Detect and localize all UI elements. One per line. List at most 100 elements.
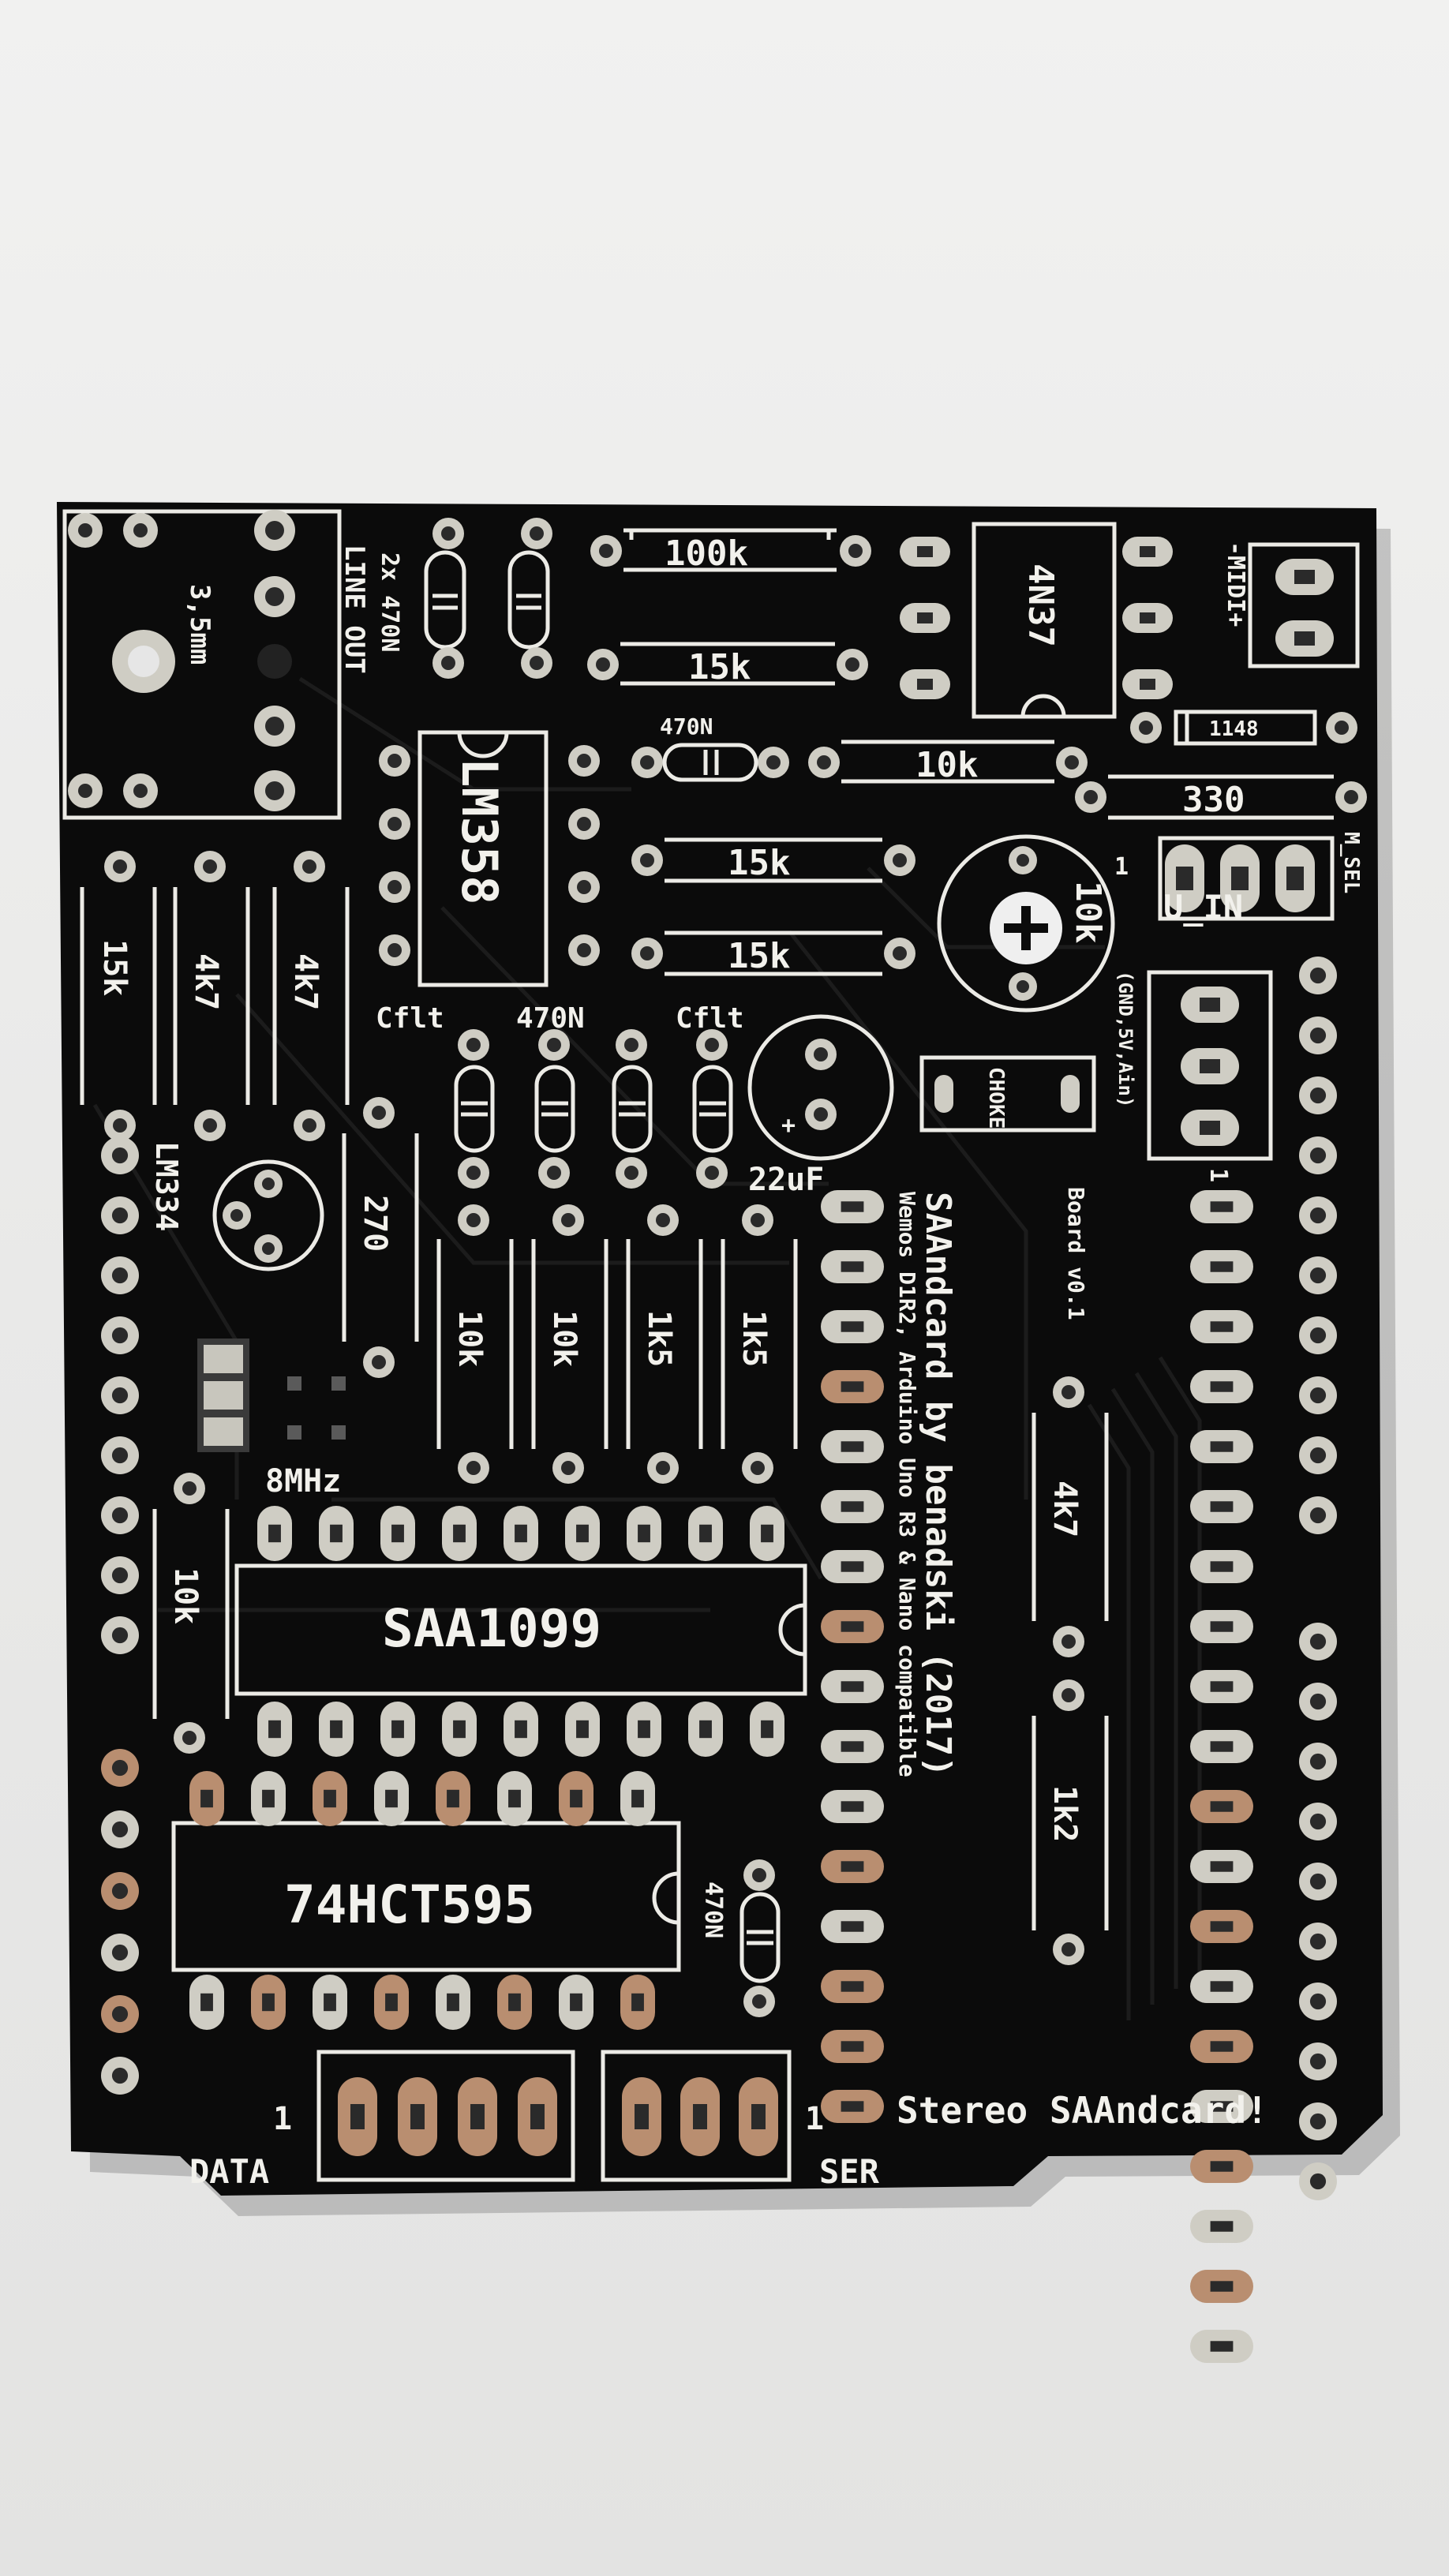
pad [101, 1556, 139, 1594]
pad [688, 1506, 723, 1561]
opamp-label: LM358 [451, 758, 508, 905]
pad [821, 1610, 884, 1643]
pad [688, 1702, 723, 1757]
pad [1299, 1376, 1337, 1414]
opto-label: 4N37 [1020, 564, 1061, 647]
pad [1299, 1743, 1337, 1780]
pad [319, 1702, 354, 1757]
pad [1299, 1863, 1337, 1900]
pad [1190, 1670, 1253, 1703]
r-270-label: 270 [357, 1195, 393, 1252]
pad [1190, 1850, 1253, 1883]
cflt-left-label: Cflt [376, 1002, 444, 1035]
u-in-pins: (GND,5V,Ain) [1114, 971, 1136, 1107]
r-left-15k-label: 15k [96, 939, 133, 996]
pad [436, 1771, 470, 1826]
pad [374, 1975, 409, 2030]
r-15k-b-label: 15k [728, 936, 790, 976]
pad [497, 1771, 532, 1826]
pad [101, 1256, 139, 1294]
pad [1190, 1310, 1253, 1343]
header-right-inner-pins [1190, 1190, 1253, 2363]
cflt-right-label: Cflt [676, 1002, 744, 1035]
pad [821, 1850, 884, 1883]
resistor-10k-top: 10k [808, 739, 1088, 785]
line-out-label: LINE OUT [339, 545, 370, 674]
pad [101, 1316, 139, 1354]
pad [1299, 2102, 1337, 2140]
resistor-270: 270 [342, 1097, 419, 1378]
diode-1148: 1148 [1130, 710, 1357, 746]
resistor-1k5-b: 1k5 [721, 1204, 798, 1484]
choke: CHOKE [919, 1055, 1096, 1133]
pot-10k: 10k [937, 834, 1115, 1013]
pad [1299, 957, 1337, 994]
xtal-label: 8MHz [265, 1463, 341, 1500]
m-sel-label: M_SEL [1339, 832, 1363, 893]
r-1k5-a-label: 1k5 [641, 1310, 677, 1367]
resistor-15k-a: 15k [631, 837, 915, 883]
pad [251, 1771, 286, 1826]
r-10k-left-label: 10k [167, 1567, 204, 1624]
chip-saa1099: SAA1099 [234, 1506, 807, 1757]
pad [821, 1910, 884, 1943]
m-sel-one: 1 [1114, 853, 1129, 881]
pad [821, 1790, 884, 1823]
pad [627, 1702, 661, 1757]
pad [1299, 1623, 1337, 1661]
audio-jack: 3,5mm LINE OUT [62, 509, 370, 820]
board-tagline: Stereo SAAndcard! [897, 2089, 1268, 2132]
resistor-100k: 100k [590, 528, 871, 574]
pad [750, 1702, 784, 1757]
pad [1299, 1076, 1337, 1114]
pad [821, 2090, 884, 2123]
pad [313, 1975, 347, 2030]
r-1k2-label: 1k2 [1046, 1785, 1083, 1842]
pad [622, 2077, 661, 2156]
pad [821, 1970, 884, 2003]
cap-22uf: + 22uF [747, 1014, 894, 1198]
pad [504, 1506, 538, 1561]
ser-label: SER [819, 2152, 880, 2191]
pad [565, 1702, 600, 1757]
pad [627, 1506, 661, 1561]
pot-label: 10k [1068, 881, 1108, 943]
crystal-8mhz: 8MHz [197, 1339, 346, 1500]
pad [319, 1506, 354, 1561]
pad [1190, 1490, 1253, 1523]
pad [821, 1190, 884, 1223]
pad [101, 1376, 139, 1414]
pad [680, 2077, 720, 2156]
pad [1190, 2150, 1253, 2183]
pad [1299, 1983, 1337, 2020]
pad [442, 1702, 477, 1757]
r-4k7-right-label: 4k7 [1046, 1481, 1083, 1537]
r-10k-b-label: 10k [546, 1310, 582, 1367]
pad [620, 1771, 655, 1826]
pad [101, 1196, 139, 1234]
pad [1190, 2330, 1253, 2363]
pad [442, 1506, 477, 1561]
pad [1299, 1136, 1337, 1174]
pad [1190, 1970, 1253, 2003]
diode-label: 1148 [1209, 717, 1259, 741]
pad [101, 2057, 139, 2095]
svg-text:+: + [781, 1112, 796, 1140]
board-title: SAAndcard by benadski (2017) [918, 1192, 958, 1777]
board-subtitle: Wemos D1R2, Arduino Uno R3 & Nano compat… [894, 1192, 920, 1777]
pad [257, 1702, 292, 1757]
pad [1190, 2090, 1253, 2123]
pad [1190, 1610, 1253, 1643]
pad [374, 1771, 409, 1826]
resistor-15k-top: 15k [587, 642, 868, 687]
pad [101, 1934, 139, 1971]
header-right-outer-pins [1299, 957, 1337, 2200]
pad [436, 1975, 470, 2030]
resistor-1k2: 1k2 [1032, 1679, 1109, 1965]
pad [1190, 2030, 1253, 2063]
pad [1190, 1910, 1253, 1943]
pad [101, 1810, 139, 1848]
resistor-10k-a: 10k [436, 1204, 514, 1484]
r-left-4k7-b-label: 4k7 [287, 953, 324, 1010]
pad [189, 1771, 224, 1826]
